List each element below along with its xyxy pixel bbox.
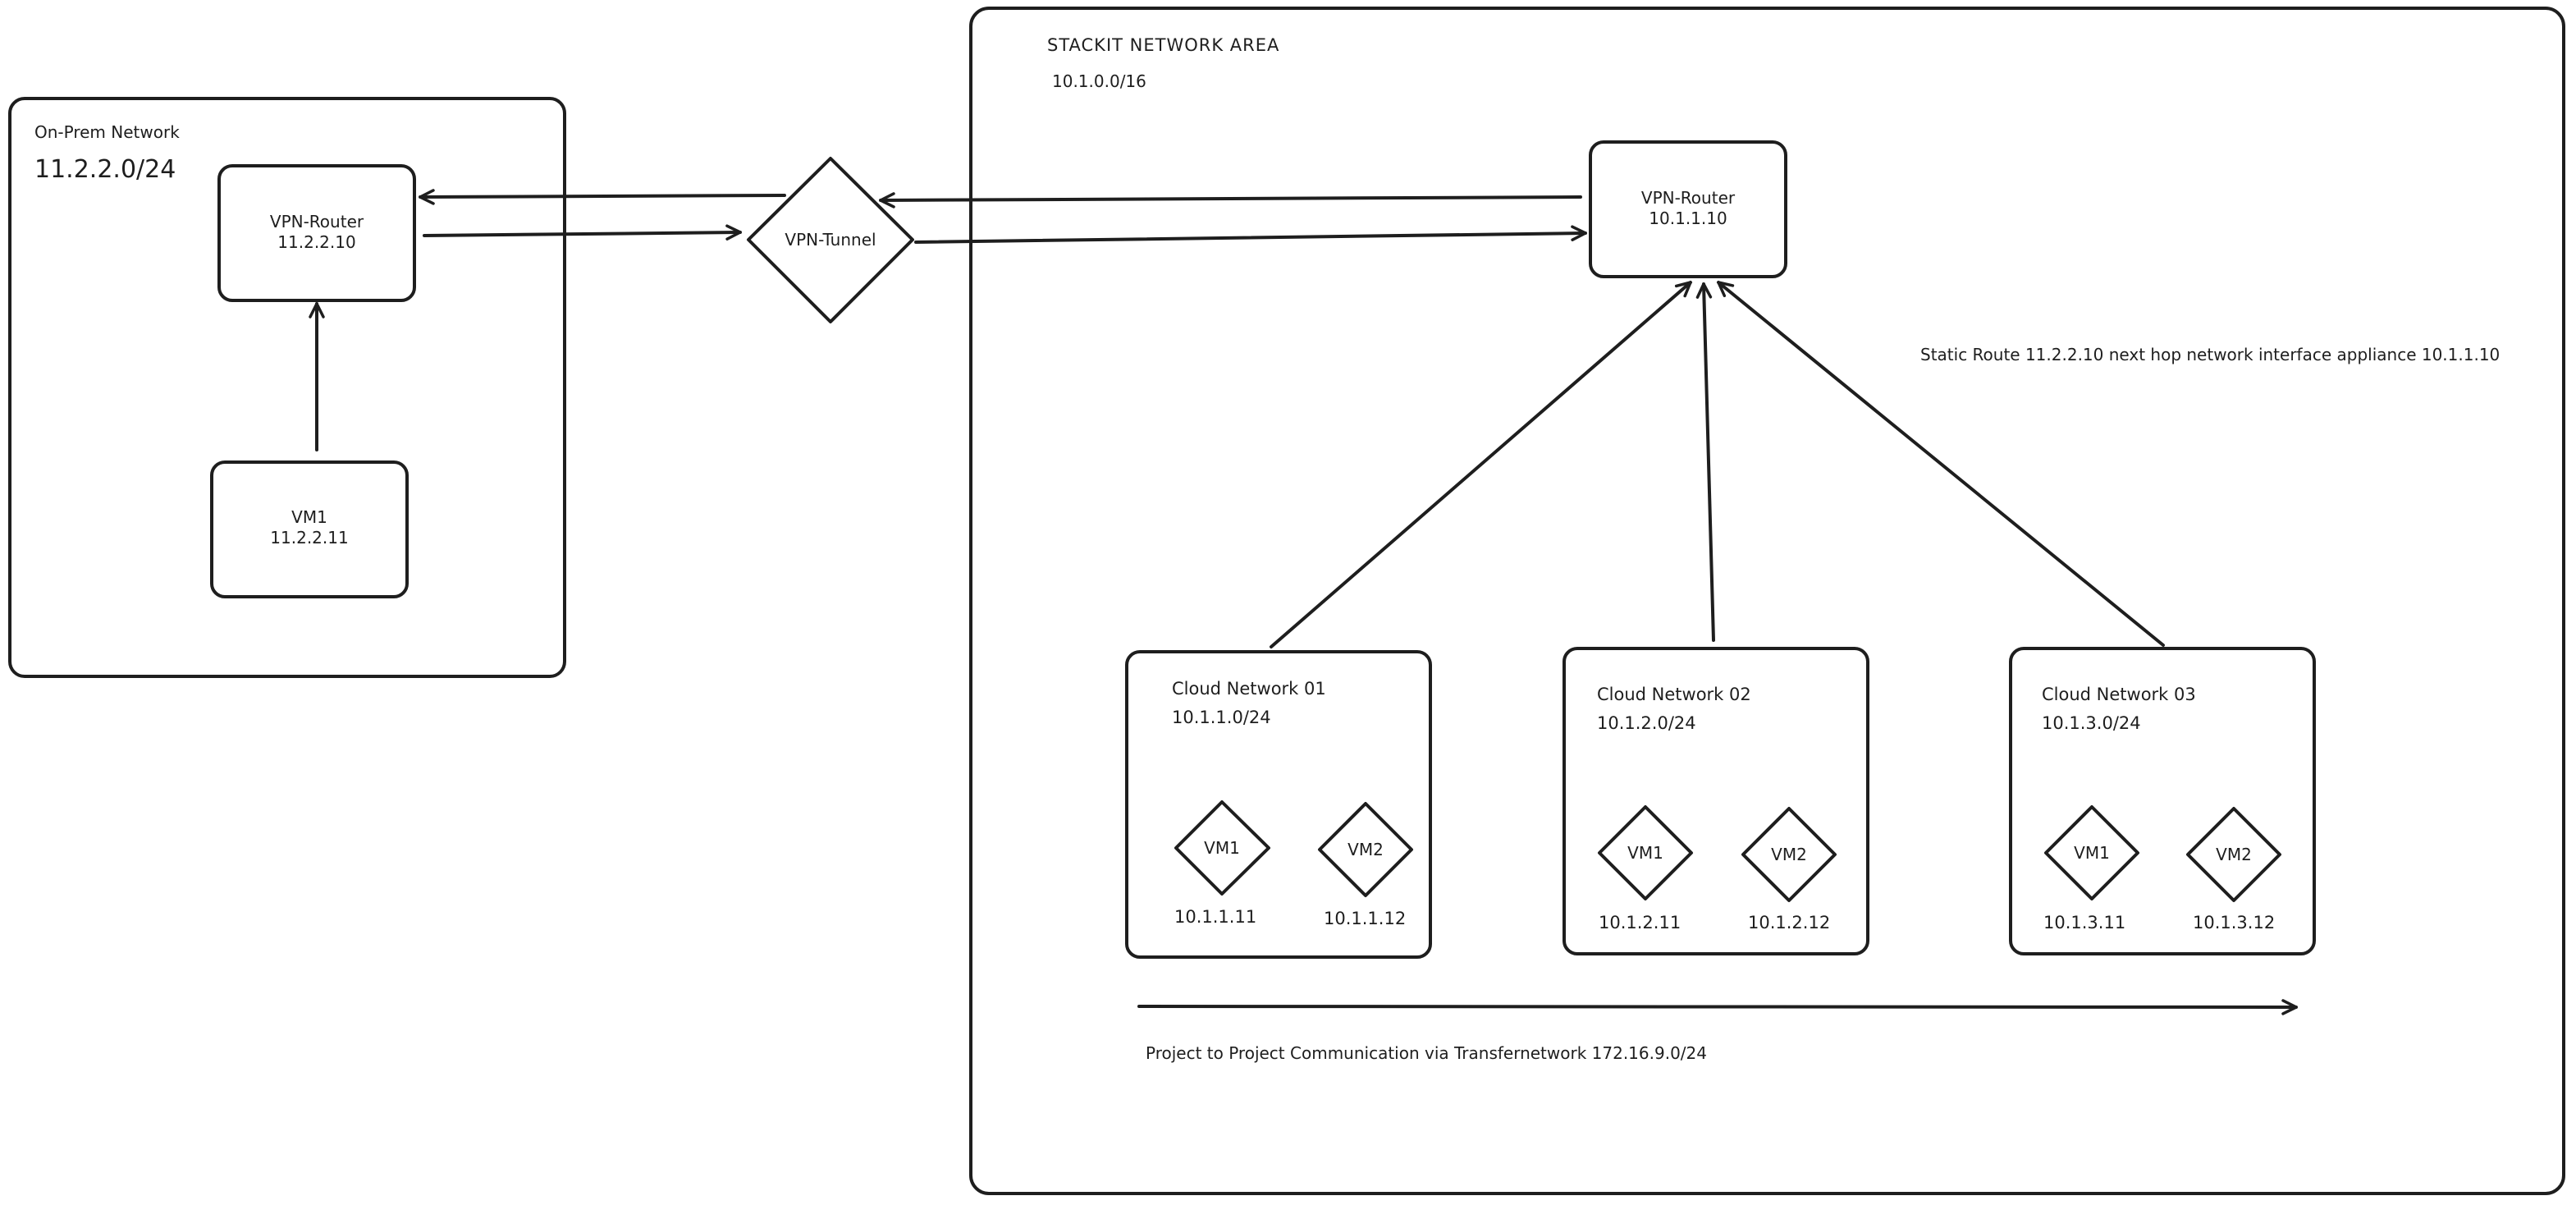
tunnel-to-on-prem-router-arrow (419, 189, 786, 205)
cloud-network-01-vm1-ip: 10.1.1.11 (1174, 907, 1256, 927)
stackit-network-area-cidr: 10.1.0.0/16 (1052, 71, 1146, 91)
on-prem-vpn-router-ip: 11.2.2.10 (277, 232, 355, 252)
stackit-vpn-router-ip: 10.1.1.10 (1649, 208, 1727, 228)
tunnel-to-stackit-router-arrow (914, 225, 1587, 244)
static-route-label: Static Route 11.2.2.10 next hop network … (1920, 345, 2500, 364)
cloud-network-02-vm2-ip: 10.1.2.12 (1748, 913, 1830, 932)
cloud-network-02-to-router-arrow (1695, 282, 1715, 642)
cloud-network-03-vm1-name: VM1 (2074, 843, 2110, 863)
cloud-network-03-vm2-ip: 10.1.3.12 (2193, 913, 2275, 932)
on-prem-vm1-name: VM1 (291, 507, 327, 527)
cloud-network-02-title: Cloud Network 02 (1597, 685, 1751, 704)
cloud-network-03-vm1-ip: 10.1.3.11 (2043, 913, 2125, 932)
cloud-network-02-cidr: 10.1.2.0/24 (1597, 713, 1696, 733)
cloud-network-03-vm1-node[interactable]: VM1 10.1.3.11 (2043, 805, 2139, 932)
stackit-vpn-router-node[interactable]: VPN-Router 10.1.1.10 (1589, 140, 1787, 278)
stackit-router-to-tunnel-arrow (879, 192, 1582, 208)
cloud-network-02-vm1-name: VM1 (1627, 843, 1663, 863)
transfer-network-arrow (1137, 999, 2298, 1015)
cloud-network-02-vm1-node[interactable]: VM1 10.1.2.11 (1598, 805, 1693, 932)
cloud-network-02-container[interactable]: Cloud Network 02 10.1.2.0/24 (1563, 647, 1869, 955)
cloud-network-01-vm1-node[interactable]: VM1 10.1.1.11 (1174, 800, 1270, 927)
cloud-network-01-container[interactable]: Cloud Network 01 10.1.1.0/24 (1125, 650, 1432, 959)
on-prem-vpn-router-node[interactable]: VPN-Router 11.2.2.10 (217, 164, 416, 302)
stackit-network-area-title: STACKIT NETWORK AREA (1047, 35, 1279, 55)
on-prem-router-to-tunnel-arrow (423, 224, 742, 241)
cloud-network-01-cidr: 10.1.1.0/24 (1172, 708, 1271, 727)
cloud-network-03-cidr: 10.1.3.0/24 (2042, 713, 2141, 733)
vpn-tunnel-label: VPN-Tunnel (785, 230, 876, 250)
cloud-network-02-vm2-node[interactable]: VM2 10.1.2.12 (1741, 807, 1837, 932)
cloud-network-03-vm2-node[interactable]: VM2 10.1.3.12 (2186, 807, 2281, 932)
on-prem-vpn-router-name: VPN-Router (270, 212, 364, 231)
cloud-network-01-vm2-name: VM2 (1347, 840, 1384, 859)
cloud-network-03-to-router-arrow (1717, 281, 2165, 647)
stackit-vpn-router-name: VPN-Router (1641, 188, 1736, 208)
on-prem-network-cidr: 11.2.2.0/24 (34, 155, 176, 184)
connections (309, 189, 2298, 1015)
on-prem-network-container: On-Prem Network 11.2.2.0/24 (8, 97, 566, 678)
on-prem-vm1-node[interactable]: VM1 11.2.2.11 (210, 460, 409, 598)
vpn-tunnel-node[interactable]: VPN-Tunnel (747, 157, 914, 323)
cloud-network-01-vm1-name: VM1 (1204, 838, 1240, 858)
cloud-network-02-vm2-name: VM2 (1771, 845, 1807, 864)
cloud-network-03-title: Cloud Network 03 (2042, 685, 2196, 704)
cloud-network-01-to-router-arrow (1270, 281, 1692, 648)
cloud-network-01-vm2-node[interactable]: VM2 10.1.1.12 (1318, 802, 1413, 928)
on-prem-network-title: On-Prem Network (34, 122, 180, 142)
on-prem-vm1-ip: 11.2.2.11 (270, 528, 348, 548)
cloud-network-02-vm1-ip: 10.1.2.11 (1599, 913, 1681, 932)
cloud-network-03-container[interactable]: Cloud Network 03 10.1.3.0/24 (2009, 647, 2316, 955)
cloud-network-01-title: Cloud Network 01 (1172, 679, 1326, 699)
cloud-network-03-vm2-name: VM2 (2216, 845, 2252, 864)
stackit-network-area-container: STACKIT NETWORK AREA 10.1.0.0/16 (969, 7, 2565, 1195)
transfer-network-label: Project to Project Communication via Tra… (1146, 1043, 1707, 1063)
cloud-network-01-vm2-ip: 10.1.1.12 (1324, 909, 1406, 928)
